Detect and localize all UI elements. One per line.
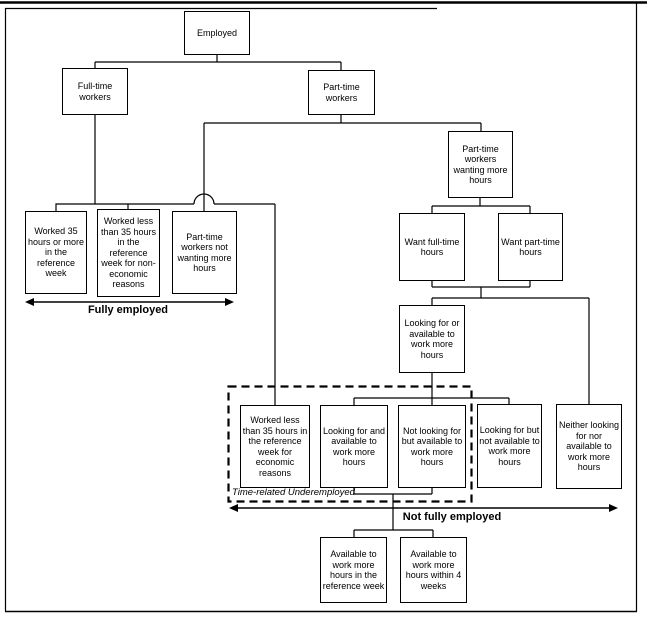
node-available-reference-week: Available to work more hours in the refe… bbox=[320, 537, 387, 603]
node-looking-but-not-available: Looking for but not available to work mo… bbox=[477, 404, 542, 488]
time-related-underemployed-label: Time-related Underemployed bbox=[232, 487, 355, 498]
node-worked-35-or-more: Worked 35 hours or more in the reference… bbox=[25, 211, 87, 294]
connector-full-time-branch bbox=[55, 115, 276, 405]
node-pt-wanting-more: Part-time workers wanting more hours bbox=[448, 131, 513, 198]
connector-looking-split bbox=[353, 373, 510, 405]
not-fully-employed-arrow bbox=[229, 504, 618, 512]
node-full-time-workers: Full-time workers bbox=[62, 68, 128, 115]
node-want-part-time: Want part-time hours bbox=[498, 213, 563, 281]
node-pt-not-wanting-more: Part-time workers not wanting more hours bbox=[172, 211, 237, 294]
node-not-looking-but-available: Not looking for but available to work mo… bbox=[398, 405, 466, 488]
node-neither-looking-nor-available: Neither looking for nor available to wor… bbox=[556, 404, 622, 489]
node-worked-less-non-economic: Worked less than 35 hours in the referen… bbox=[97, 209, 160, 297]
node-part-time-workers: Part-time workers bbox=[308, 70, 375, 115]
node-looking-and-available: Looking for and available to work more h… bbox=[320, 405, 388, 488]
connector-wanting-split bbox=[431, 198, 531, 213]
connector-part-time-branch bbox=[203, 115, 482, 211]
node-employed: Employed bbox=[184, 11, 250, 55]
not-fully-employed-label: Not fully employed bbox=[402, 511, 502, 523]
node-available-4-weeks: Available to work more hours within 4 we… bbox=[400, 537, 467, 603]
node-looking-or-available: Looking for or available to work more ho… bbox=[399, 305, 465, 373]
node-want-full-time: Want full-time hours bbox=[399, 213, 465, 281]
node-worked-less-economic: Worked less than 35 hours in the referen… bbox=[240, 405, 310, 488]
fully-employed-arrow bbox=[25, 298, 234, 306]
connector-availability-split bbox=[353, 488, 434, 537]
connector-employed-split bbox=[94, 55, 342, 70]
fully-employed-label: Fully employed bbox=[87, 304, 169, 316]
connector-want-join bbox=[431, 281, 590, 404]
time-related-underemployed-region bbox=[227, 385, 473, 503]
